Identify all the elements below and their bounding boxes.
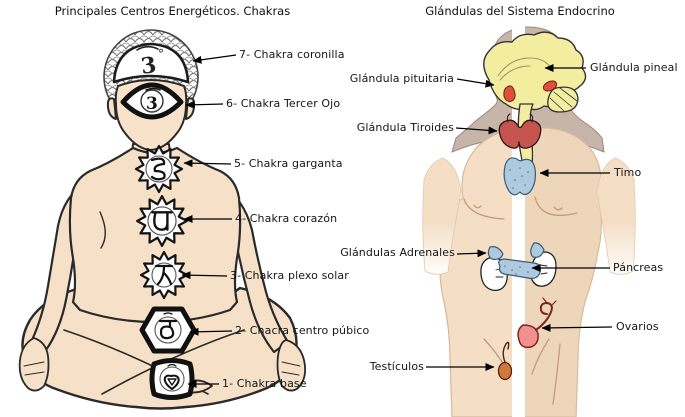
ovary xyxy=(517,297,557,349)
thymus-gland xyxy=(503,157,537,196)
heart-glyph xyxy=(151,211,173,231)
chakra-label-2: 2- Chacra centro púbico xyxy=(235,324,370,337)
pituitary-gland xyxy=(503,85,516,102)
line-chakra-7 xyxy=(192,54,237,64)
left-ear xyxy=(106,97,117,120)
label-ovaries: Ovarios xyxy=(616,320,659,333)
heart-chakra xyxy=(136,195,188,247)
testis xyxy=(497,341,513,381)
label-pineal: Glándula pineal xyxy=(590,61,678,74)
label-pituitary: Glándula pituitaria xyxy=(349,72,454,85)
pancreas xyxy=(498,258,541,279)
sacral-chakra xyxy=(139,306,197,354)
root-chakra xyxy=(149,358,195,400)
line-chakra-3 xyxy=(181,271,228,280)
right-ear xyxy=(185,97,196,120)
sacral-glyph xyxy=(158,319,178,340)
leader-lines xyxy=(181,54,613,388)
root-glyph xyxy=(163,374,180,390)
chest-contour xyxy=(99,211,106,249)
third-eye-chakra: 3 xyxy=(120,82,184,120)
throat-chakra xyxy=(134,144,184,194)
solar-plexus-chakra xyxy=(139,250,189,300)
chakra-label-4: 4- Chakra corazón xyxy=(235,212,338,225)
line-ovaries xyxy=(541,323,613,332)
label-pancreas: Páncreas xyxy=(613,261,664,274)
right-hand xyxy=(276,339,307,392)
line-adrenals xyxy=(456,249,487,258)
chakra-label-1: 1- Chakra base xyxy=(222,377,307,390)
chakra-label-7: 7- Chakra coronilla xyxy=(239,48,345,61)
line-chakra-6 xyxy=(185,100,224,109)
line-chakra-2 xyxy=(189,327,233,336)
line-chakra-5 xyxy=(183,159,232,168)
label-adrenals: Glándulas Adrenales xyxy=(340,246,455,259)
chakra-label-5: 5- Chakra garganta xyxy=(234,157,343,170)
chakra-label-6: 6- Chakra Tercer Ojo xyxy=(226,97,341,110)
chakra-figure: 3 ° xyxy=(18,29,307,410)
thyroid-gland xyxy=(498,119,542,149)
label-thyroid: Glándula Tiroides xyxy=(356,121,454,134)
line-thyroid xyxy=(455,126,498,135)
endocrine-panel-title: Glándulas del Sistema Endocrino xyxy=(425,4,615,18)
crown-om-symbol: 3 xyxy=(139,52,158,80)
chakra-label-3: 3- Chakra plexo solar xyxy=(230,269,349,282)
solar-glyph xyxy=(154,264,174,286)
line-pituitary xyxy=(456,78,495,88)
pineal-gland xyxy=(542,80,558,92)
adrenal-glands xyxy=(487,242,545,261)
crown-ring-symbol: ° xyxy=(158,47,164,61)
label-thymus: Timo xyxy=(614,166,642,179)
throat-glyph xyxy=(150,157,166,181)
third-eye-om-symbol: 3 xyxy=(146,94,158,114)
right-arm xyxy=(596,157,636,275)
endocrine-figure xyxy=(422,26,636,417)
chakra-panel-title: Principales Centros Energéticos. Chakras xyxy=(54,4,291,18)
left-arm xyxy=(422,157,462,275)
label-testicles: Testículos xyxy=(369,360,424,373)
